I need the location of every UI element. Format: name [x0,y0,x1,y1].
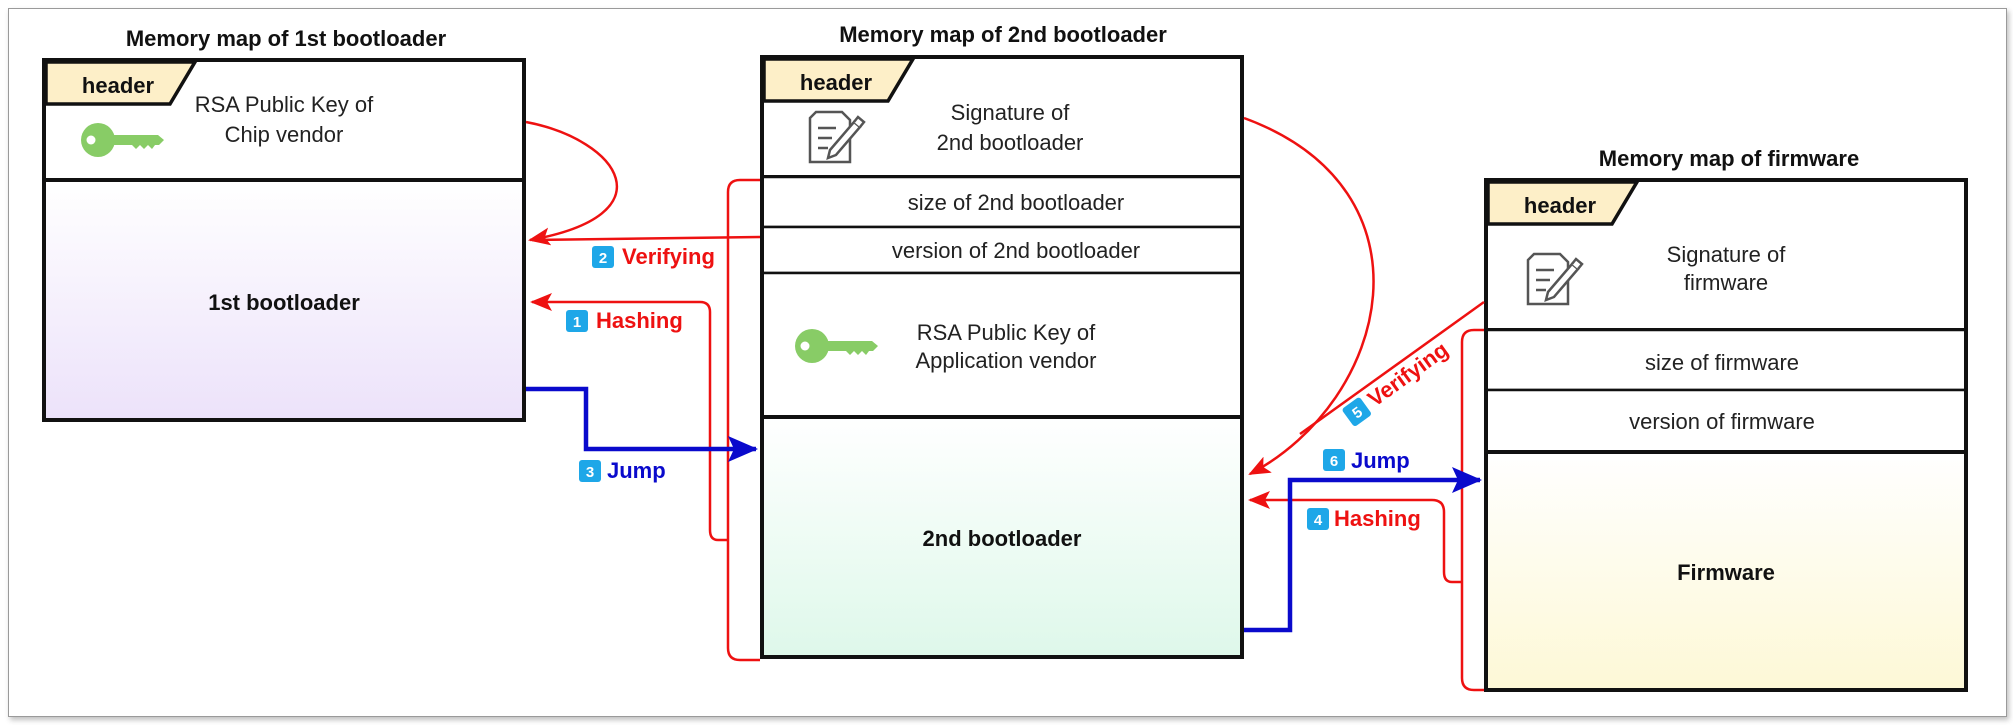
fw-version-section [1484,388,1968,454]
step-badge: 3 [579,460,601,482]
fw-header-tab [1486,180,1641,226]
step-number: 2 [599,250,607,267]
fw-sig-line1: Signature of [1667,242,1787,267]
hash-arrow-2 [1248,491,1462,584]
bl2-title: Memory map of 2nd bootloader [839,22,1167,47]
step-badge: 1 [566,310,588,332]
step-badge [1342,397,1371,427]
bl1-body-label: 1st bootloader [208,290,360,315]
step-label-verifying-2: Verifying [1363,337,1453,412]
jump-arrow-2 [1244,467,1482,633]
step-badge: 6 [1323,449,1345,471]
bl2-version-section [760,225,1244,275]
fw-header-label: header [1524,193,1597,218]
bl2-key-line1: RSA Public Key of [917,320,1096,345]
step-badge: 4 [1307,508,1329,530]
step-number: 6 [1330,453,1338,470]
bl2-body-label: 2nd bootloader [923,526,1082,551]
bl1-key-line2: Chip vendor [225,122,344,147]
bl2-key-line2: Application vendor [915,348,1096,373]
fw-size-label: size of firmware [1645,350,1799,375]
verify-arrow-2 [1243,116,1375,476]
hash-bracket-2 [1460,328,1484,692]
bl1-title: Memory map of 1st bootloader [126,26,447,51]
step-number: 3 [586,464,594,481]
verify-arrow-1 [525,120,618,246]
bl2-size-label: size of 2nd bootloader [908,190,1125,215]
hash-bracket-1 [726,178,760,662]
bl1-header-label: header [82,73,155,98]
step-label-hashing-1: Hashing [596,308,683,333]
bl2-version-label: version of 2nd bootloader [892,238,1140,263]
step-number: 4 [1314,512,1323,529]
fw-version-label: version of firmware [1629,409,1815,434]
step-number: 1 [573,314,581,331]
step-label-jump-1: Jump [607,458,666,483]
fw-sig-line2: firmware [1684,270,1768,295]
fw-title: Memory map of firmware [1599,146,1859,171]
bl1-key-line1: RSA Public Key of [195,92,374,117]
jump-arrow-1 [526,386,758,462]
bl1-header-tab [44,60,199,106]
fw-body-section [1484,450,1968,692]
bl1-body-section [42,178,526,422]
bl2-header-tab [762,57,917,103]
hash-arrow-1 [530,293,728,542]
bl2-header-label: header [800,70,873,95]
bl2-sig-line1: Signature of [951,100,1071,125]
step-badge: 2 [592,246,614,268]
fw-body-label: Firmware [1677,560,1775,585]
step-label-verifying-1: Verifying [622,244,715,269]
step-label-hashing-2: Hashing [1334,506,1421,531]
bl2-sig-line2: 2nd bootloader [937,130,1084,155]
step-label-jump-2: Jump [1351,448,1410,473]
step-verifying-2: 5 Verifying [1342,337,1453,427]
fw-size-section [1484,328,1968,392]
